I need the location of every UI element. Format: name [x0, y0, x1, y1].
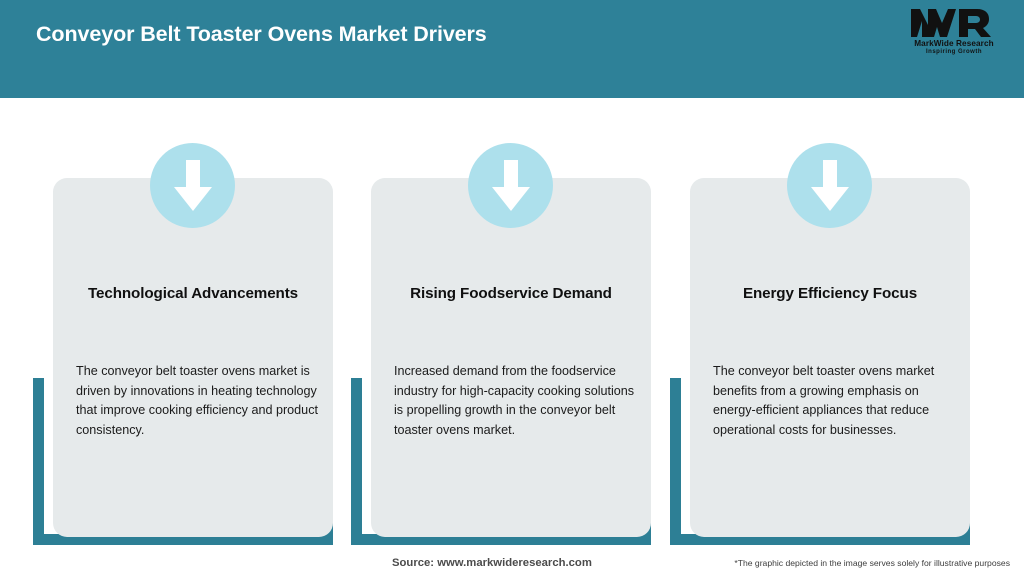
logo-company-name: MarkWide Research	[914, 39, 994, 48]
driver-column: Rising Foodservice Demand Increased dema…	[351, 143, 651, 545]
card-body: The conveyor belt toaster ovens market b…	[713, 364, 935, 437]
card-title: Energy Efficiency Focus	[742, 285, 918, 302]
driver-card[interactable]: Technological Advancements The conveyor …	[53, 178, 333, 537]
arrow-down-icon	[150, 143, 235, 228]
card-body: The conveyor belt toaster ovens market i…	[76, 364, 318, 437]
logo: MarkWide Research Inspiring Growth	[898, 8, 1010, 66]
card-title: Rising Foodservice Demand	[410, 285, 612, 302]
footer-disclaimer: *The graphic depicted in the image serve…	[734, 558, 1010, 568]
page-title: Conveyor Belt Toaster Ovens Market Drive…	[36, 22, 487, 46]
logo-mark-icon	[911, 9, 991, 37]
arrow-down-icon	[468, 143, 553, 228]
driver-card[interactable]: Rising Foodservice Demand Increased dema…	[371, 178, 651, 537]
driver-column: Energy Efficiency Focus The conveyor bel…	[670, 143, 970, 545]
driver-card[interactable]: Energy Efficiency Focus The conveyor bel…	[690, 178, 970, 537]
arrow-down-icon	[787, 143, 872, 228]
card-body: Increased demand from the foodservice in…	[394, 364, 635, 437]
header-bar: Conveyor Belt Toaster Ovens Market Drive…	[0, 0, 1024, 98]
driver-column: Technological Advancements The conveyor …	[33, 143, 333, 545]
footer-source: Source: www.markwideresearch.com	[392, 557, 592, 569]
logo-tagline: Inspiring Growth	[926, 49, 982, 55]
card-title: Technological Advancements	[87, 285, 299, 302]
